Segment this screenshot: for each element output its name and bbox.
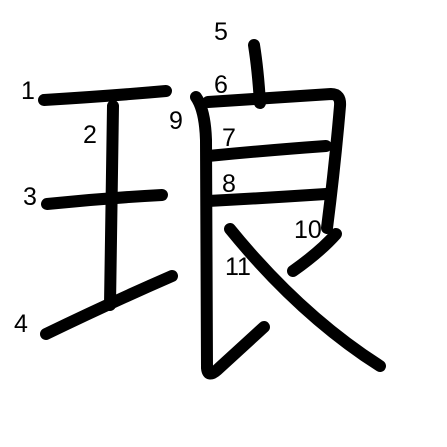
stroke-1 — [38, 85, 172, 106]
stroke-9 — [190, 91, 270, 380]
stroke-number-6: 6 — [214, 71, 228, 99]
stroke-number-9: 9 — [169, 107, 183, 135]
stroke-number-1: 1 — [21, 77, 35, 105]
stroke-7 — [202, 140, 332, 162]
stroke-11 — [224, 223, 386, 372]
stroke-number-2: 2 — [83, 121, 97, 149]
stroke-6 — [202, 88, 347, 234]
stroke-number-11: 11 — [225, 253, 251, 281]
stroke-4 — [40, 270, 178, 340]
stroke-2 — [104, 100, 119, 311]
stroke-number-3: 3 — [23, 183, 37, 211]
stroke-number-8: 8 — [222, 170, 236, 198]
stroke-8 — [202, 188, 332, 207]
stroke-10 — [287, 228, 342, 277]
stroke-number-7: 7 — [222, 124, 236, 152]
stroke-number-4: 4 — [14, 310, 28, 338]
stroke-number-10: 10 — [294, 216, 322, 244]
stroke-3 — [41, 189, 168, 210]
stroke-number-5: 5 — [214, 18, 228, 46]
